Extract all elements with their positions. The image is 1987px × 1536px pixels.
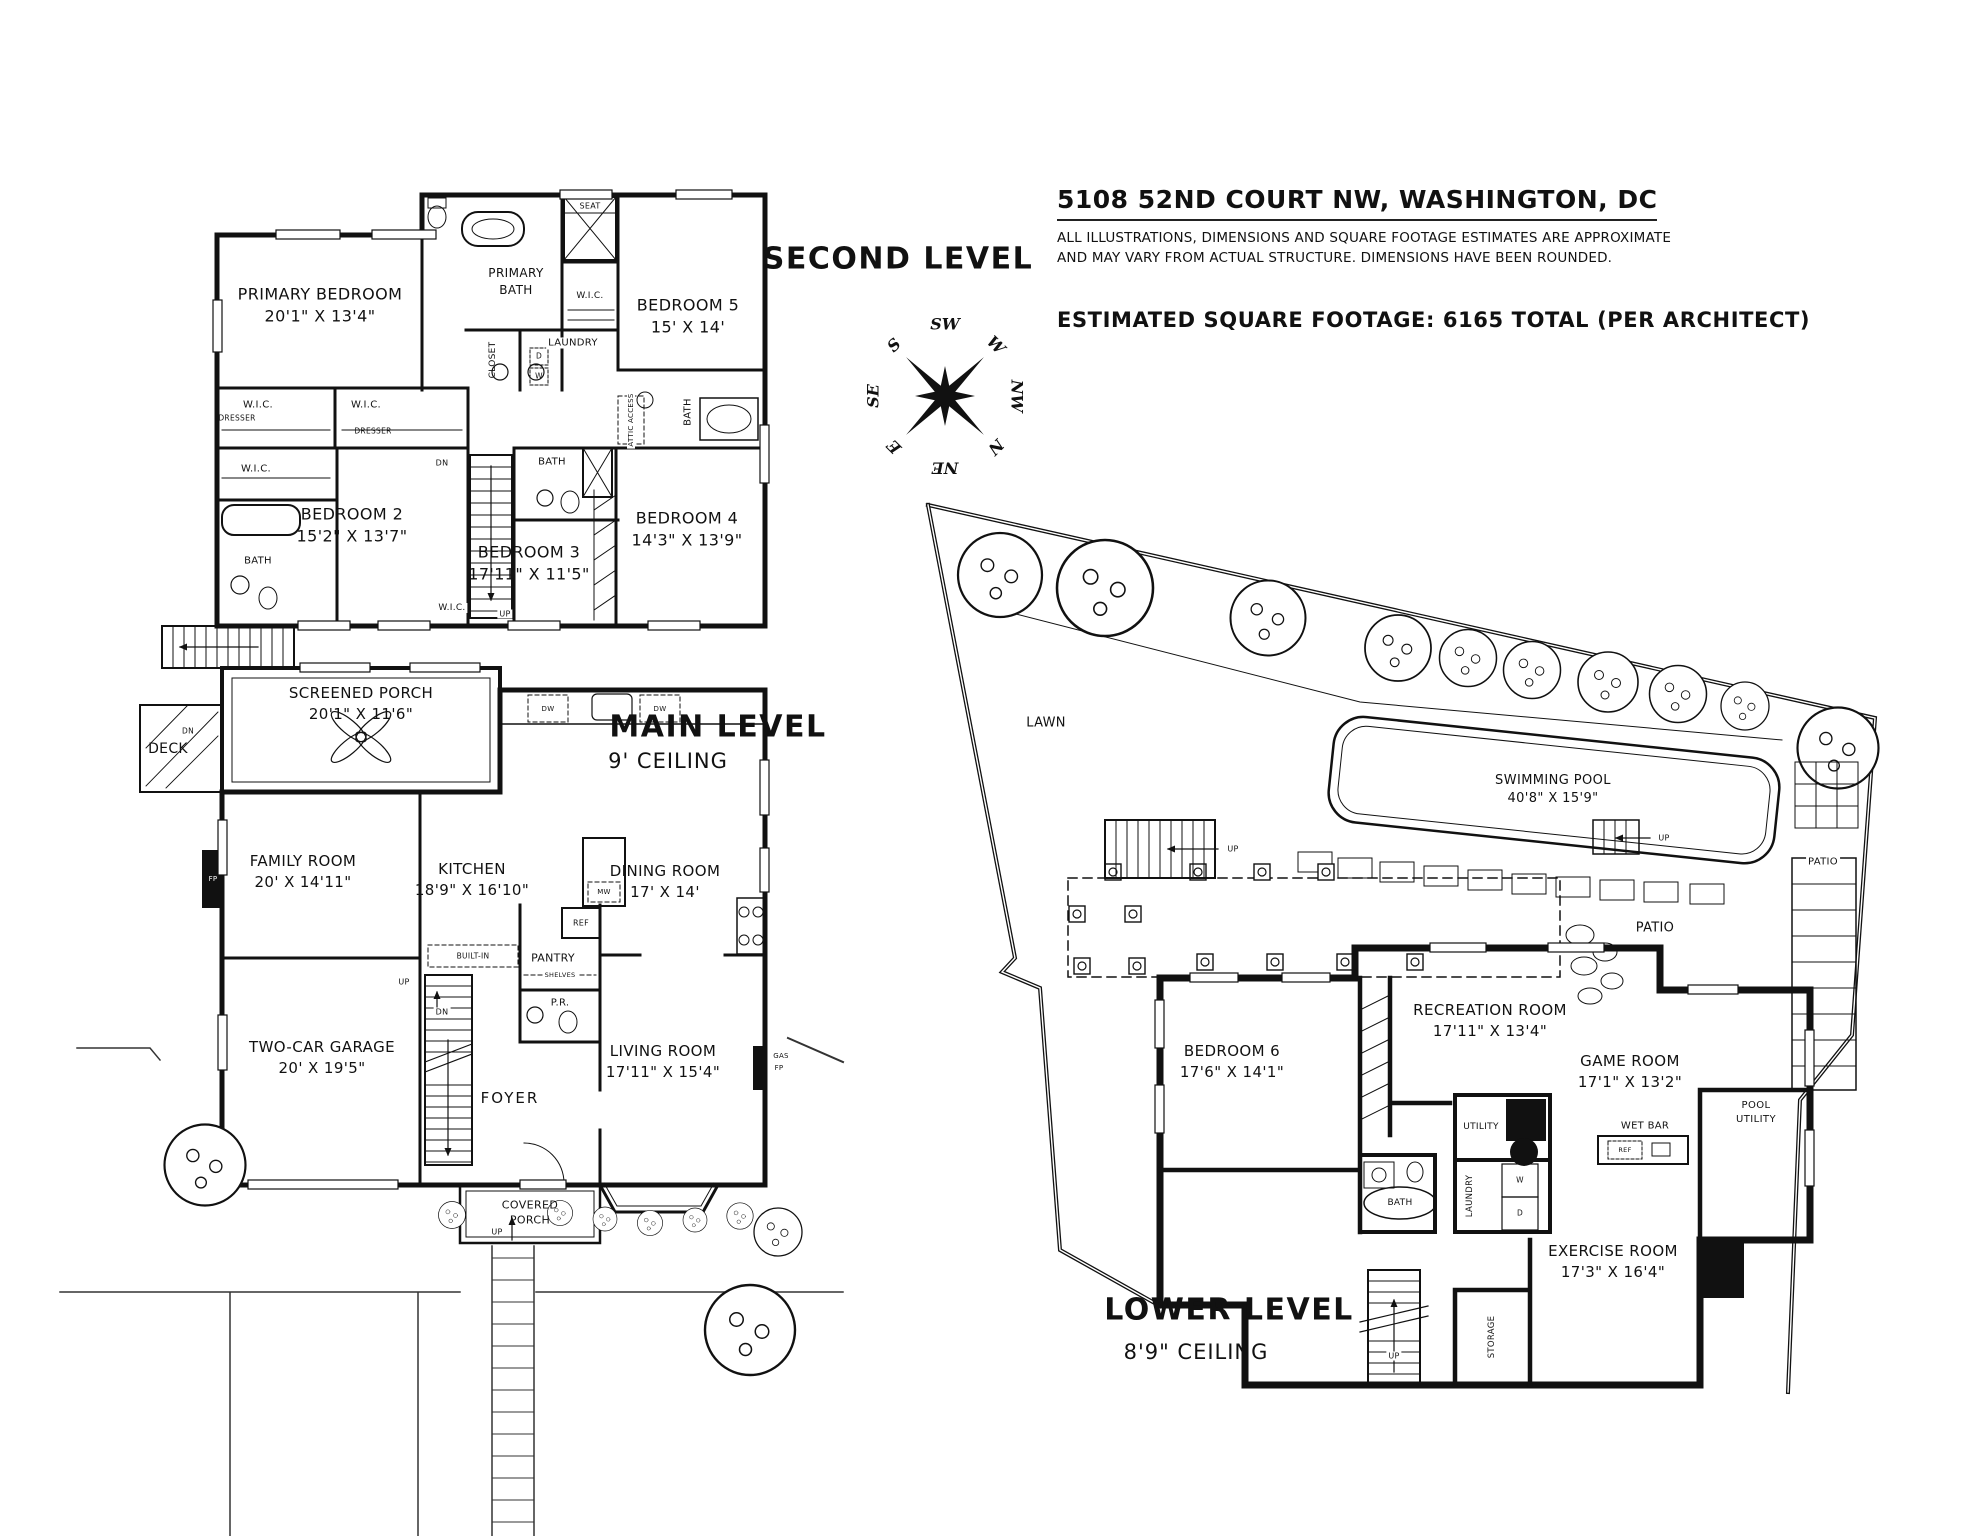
patio-label: PATIO bbox=[1635, 920, 1675, 936]
wic-label: W.I.C. bbox=[350, 399, 382, 411]
up-label: UP bbox=[1658, 833, 1670, 843]
wic-label: W.I.C. bbox=[576, 291, 604, 301]
dishwasher-label: DW bbox=[541, 705, 555, 713]
main-level-title: MAIN LEVEL bbox=[609, 709, 827, 745]
dresser-label: DRESSER bbox=[354, 426, 392, 436]
compass-point-se: SE bbox=[863, 384, 883, 408]
deck-label: DECK bbox=[148, 741, 188, 757]
wic-label: W.I.C. bbox=[242, 399, 274, 411]
bath-label: BATH bbox=[244, 555, 272, 567]
square-footage: ESTIMATED SQUARE FOOTAGE: 6165 TOTAL (PE… bbox=[1057, 308, 1811, 332]
ref-label: REF bbox=[572, 918, 590, 928]
up-label: UP bbox=[1227, 844, 1239, 854]
dn-label: DN bbox=[435, 458, 449, 468]
ref-label: REF bbox=[1618, 1146, 1632, 1154]
compass-point-sw: SW bbox=[930, 314, 960, 334]
lawn-label: LAWN bbox=[1026, 715, 1066, 731]
laundry-label: LAUNDRY bbox=[546, 337, 600, 349]
lower-level-plan bbox=[925, 502, 1880, 1395]
compass-point-ne: NE bbox=[931, 458, 959, 478]
washer-label: W bbox=[1516, 1175, 1524, 1185]
lower-level-title: LOWER LEVEL bbox=[1104, 1292, 1354, 1328]
attic-access-label: ATTIC ACCESS bbox=[627, 391, 635, 449]
laundry-label: LAUNDRY bbox=[1465, 1174, 1475, 1218]
lower-level-ceiling: 8'9" CEILING bbox=[1123, 1340, 1269, 1364]
up-label: UP bbox=[398, 977, 410, 987]
powder-room-label: P.R. bbox=[550, 997, 570, 1009]
compass-rose bbox=[906, 357, 984, 435]
seat-label: SEAT bbox=[579, 201, 601, 211]
dresser-label: DRESSER bbox=[218, 413, 256, 423]
pantry-label: PANTRY bbox=[531, 951, 575, 965]
disclaimer-line1: ALL ILLUSTRATIONS, DIMENSIONS AND SQUARE… bbox=[1057, 230, 1672, 246]
gas-fp-label: FP bbox=[774, 1064, 784, 1072]
fireplace-label: FP bbox=[208, 875, 218, 883]
up-label: UP bbox=[1386, 1351, 1402, 1361]
wic-label: W.I.C. bbox=[240, 463, 272, 475]
storage-label: STORAGE bbox=[1487, 1315, 1497, 1359]
bath-label: BATH bbox=[682, 398, 694, 426]
closet-label: CLOSET bbox=[488, 341, 498, 379]
up-label: UP bbox=[491, 1227, 503, 1237]
second-level-plan bbox=[212, 189, 770, 631]
main-level-plan bbox=[59, 625, 845, 1536]
shelves-label: SHELVES bbox=[542, 971, 578, 979]
utility-label: UTILITY bbox=[1463, 1122, 1499, 1132]
compass-point-nw: NW bbox=[1007, 379, 1027, 413]
second-level-title: SECOND LEVEL bbox=[762, 241, 1034, 277]
bath-label: BATH bbox=[538, 456, 566, 468]
disclaimer-line2: AND MAY VARY FROM ACTUAL STRUCTURE. DIME… bbox=[1057, 250, 1613, 266]
gas-fp-label: GAS bbox=[773, 1052, 789, 1060]
bath-label: BATH bbox=[1387, 1198, 1413, 1208]
address-title: 5108 52ND COURT NW, WASHINGTON, DC bbox=[1057, 185, 1658, 221]
patio-label: PATIO bbox=[1806, 856, 1840, 868]
washer-label: W bbox=[535, 371, 543, 381]
dn-label: DN bbox=[182, 726, 194, 736]
up-label: UP bbox=[497, 609, 513, 619]
built-in-label: BUILT-IN bbox=[454, 951, 492, 961]
dryer-label: D bbox=[535, 351, 543, 361]
microwave-label: MW bbox=[597, 888, 611, 896]
dryer-label: D bbox=[1516, 1208, 1524, 1218]
main-level-ceiling: 9' CEILING bbox=[608, 749, 728, 773]
foyer-label: FOYER bbox=[480, 1089, 540, 1107]
wet-bar-label: WET BAR bbox=[1620, 1120, 1670, 1132]
wic-label: W.I.C. bbox=[436, 603, 468, 613]
dn-label: DN bbox=[433, 1007, 451, 1017]
dishwasher-label: DW bbox=[653, 705, 667, 713]
